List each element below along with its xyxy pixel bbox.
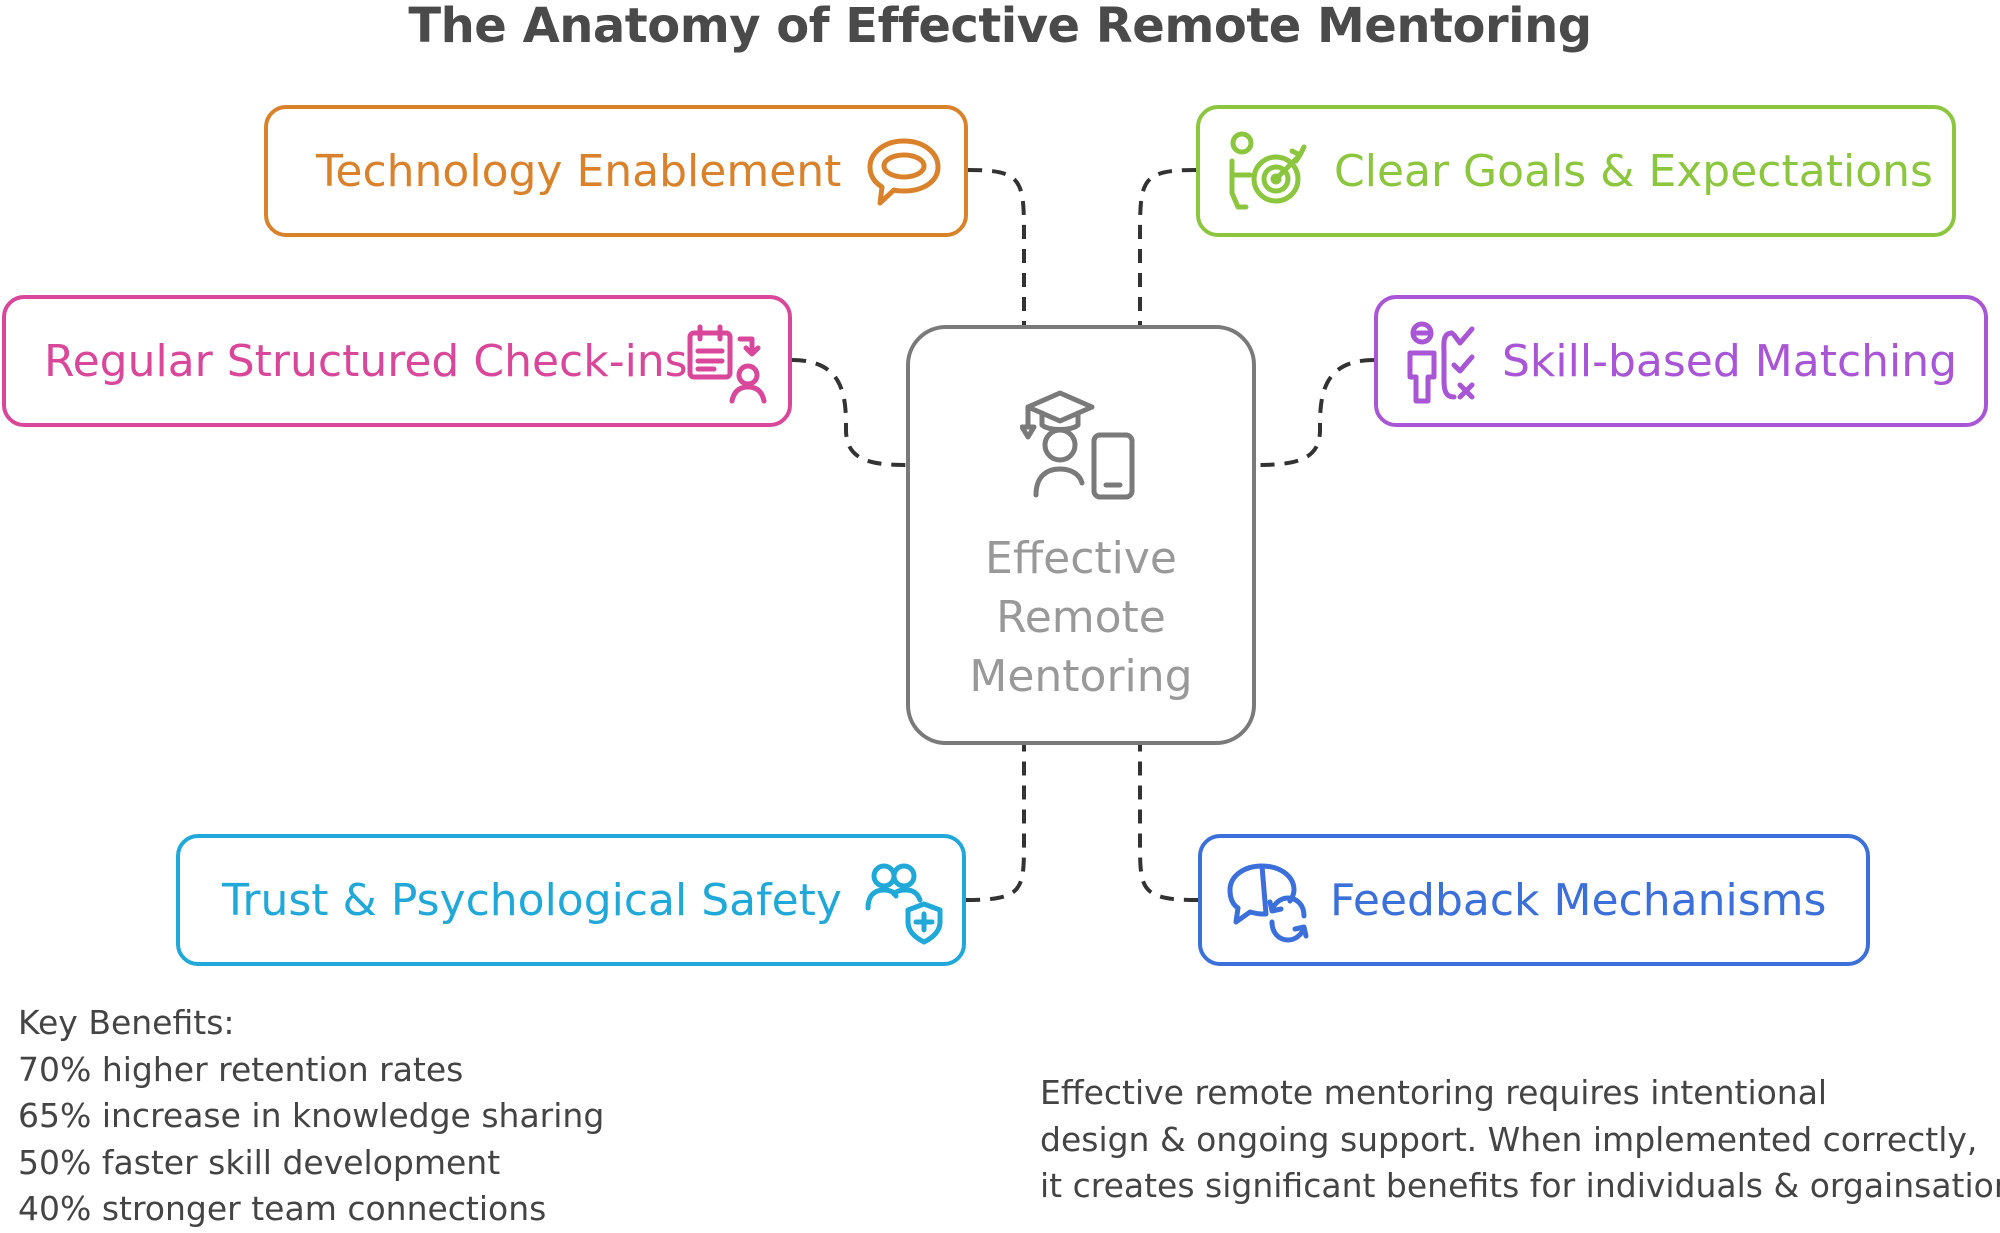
connector-checkins — [791, 358, 907, 467]
branch-label: Technology Enablement — [316, 145, 842, 197]
center-label-line: Effective — [985, 533, 1177, 584]
branch-regular-check-ins[interactable]: Regular Structured Check-ins — [2, 295, 792, 427]
center-label-line: Mentoring — [969, 651, 1193, 702]
benefit-item: 65% increase in knowledge sharing — [18, 1096, 605, 1135]
branch-label: Skill-based Matching — [1502, 335, 1958, 387]
people-shield-icon — [865, 863, 943, 945]
branch-label: Regular Structured Check-ins — [44, 335, 688, 387]
person-checklist-icon — [1407, 321, 1475, 404]
benefit-item: 50% faster skill development — [18, 1142, 501, 1182]
connector-matching — [1255, 358, 1375, 467]
benefit-item: 70% higher retention rates — [18, 1049, 464, 1089]
benefit-item: 40% stronger team connections — [18, 1189, 547, 1228]
branch-label: Feedback Mechanisms — [1330, 874, 1827, 926]
branch-technology-enablement[interactable]: Technology Enablement — [264, 105, 968, 237]
branch-clear-goals[interactable]: Clear Goals & Expectations — [1196, 105, 1956, 237]
connector-feedback — [1138, 745, 1199, 902]
center-node[interactable]: Effective Remote Mentoring — [906, 325, 1256, 745]
summary-line: Effective remote mentoring requires inte… — [1040, 1073, 1828, 1112]
connector-trust — [965, 745, 1026, 902]
center-label-line: Remote — [996, 592, 1166, 643]
connector-goals — [1138, 168, 1197, 325]
benefits-heading: Key Benefits: — [18, 1003, 235, 1042]
branch-feedback-mechanisms[interactable]: Feedback Mechanisms — [1198, 834, 1870, 966]
clipboard-person-icon — [687, 324, 767, 404]
branch-label: Clear Goals & Expectations — [1334, 145, 1933, 197]
summary-text: Effective remote mentoring requires inte… — [1040, 1070, 2000, 1210]
mentor-graduation-cap-mobile-icon — [1020, 390, 1135, 500]
branch-trust-psychological-safety[interactable]: Trust & Psychological Safety — [176, 834, 966, 966]
person-target-icon — [1229, 131, 1307, 210]
branch-label: Trust & Psychological Safety — [222, 874, 842, 926]
center-label: Effective Remote Mentoring — [910, 529, 1252, 706]
branch-skill-based-matching[interactable]: Skill-based Matching — [1374, 295, 1988, 427]
speech-bubble-icon — [867, 138, 941, 206]
summary-line: it creates significant benefits for indi… — [1040, 1166, 2000, 1205]
key-benefits: Key Benefits: 70% higher retention rates… — [18, 1000, 604, 1233]
connector-technology — [967, 168, 1026, 325]
chat-refresh-icon — [1227, 863, 1309, 943]
summary-line: design & ongoing support. When implement… — [1040, 1119, 1978, 1159]
page-title: The Anatomy of Effective Remote Mentorin… — [408, 0, 1592, 54]
